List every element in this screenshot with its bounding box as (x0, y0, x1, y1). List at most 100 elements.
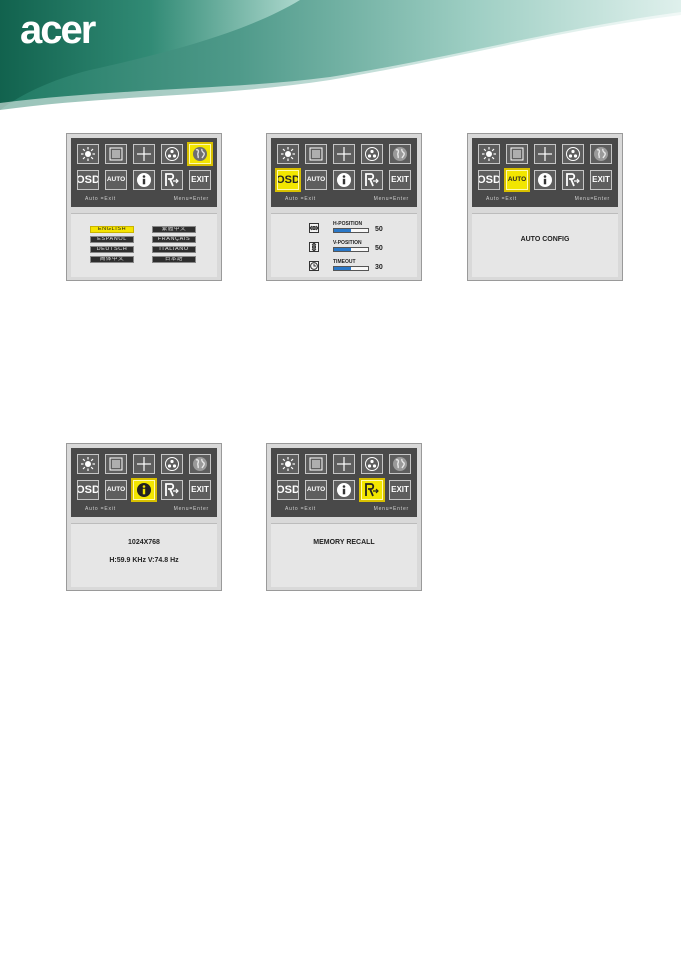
recall-icon[interactable] (161, 170, 183, 190)
language-option[interactable]: FRANÇAIS (152, 236, 196, 243)
timeout-value: 30 (375, 264, 383, 271)
osd-icon-bar: OSD AUTO EXIT Auto =Exit Menu=Enter (472, 138, 618, 207)
v-position-icon (309, 242, 319, 252)
auto-exit-hint: Auto =Exit (285, 196, 316, 202)
osd-settings-content: H-POSITION 50 V-POSITION 50 TIMEOUT 30 (271, 213, 417, 277)
position-icon[interactable] (534, 144, 556, 164)
language-option[interactable]: ITALIANO (152, 246, 196, 253)
h-position-slider[interactable] (333, 228, 369, 233)
menu-enter-hint: Menu=Enter (173, 506, 209, 512)
brightness-icon[interactable] (77, 454, 99, 474)
auto-config-text: AUTO CONFIG (520, 236, 570, 243)
recall-icon[interactable] (161, 480, 183, 500)
timeout-label: TIMEOUT (333, 259, 356, 265)
v-position-slider[interactable] (333, 247, 369, 252)
recall-icon[interactable] (361, 170, 383, 190)
header-banner (0, 0, 681, 112)
color-icon[interactable] (562, 144, 584, 164)
contrast-icon[interactable] (305, 144, 327, 164)
brightness-icon[interactable] (77, 144, 99, 164)
auto-exit-hint: Auto =Exit (285, 506, 316, 512)
contrast-icon[interactable] (105, 454, 127, 474)
info-icon[interactable] (133, 480, 155, 500)
language-option[interactable]: ENGLISH (90, 226, 134, 233)
auto-icon[interactable]: AUTO (506, 170, 528, 190)
color-icon[interactable] (361, 454, 383, 474)
language-globe-icon[interactable] (389, 144, 411, 164)
osd-panel-language: OSD AUTO EXIT Auto =Exit Menu=Enter ENGL… (66, 133, 222, 281)
language-option[interactable]: 日本語 (152, 256, 196, 263)
auto-exit-hint: Auto =Exit (85, 506, 116, 512)
osd-icon[interactable]: OSD (478, 170, 500, 190)
h-position-icon (309, 223, 319, 233)
color-icon[interactable] (161, 454, 183, 474)
recall-icon[interactable] (562, 170, 584, 190)
position-icon[interactable] (133, 144, 155, 164)
menu-enter-hint: Menu=Enter (173, 196, 209, 202)
osd-panel-auto-config: OSD AUTO EXIT Auto =Exit Menu=Enter AUTO… (467, 133, 623, 281)
memory-recall-text: MEMORY RECALL (313, 539, 375, 546)
language-globe-icon[interactable] (590, 144, 612, 164)
info-icon[interactable] (534, 170, 556, 190)
position-icon[interactable] (133, 454, 155, 474)
exit-icon[interactable]: EXIT (389, 480, 411, 500)
info-icon[interactable] (133, 170, 155, 190)
language-options: ENGLISH 繁體中文 ESPAÑOL FRANÇAIS DEUTSCH IT… (71, 213, 217, 277)
auto-icon[interactable]: AUTO (305, 170, 327, 190)
osd-icon-bar: OSD AUTO EXIT Auto =Exit Menu=Enter (71, 138, 217, 207)
osd-panel-information: OSD AUTO EXIT Auto =Exit Menu=Enter 1024… (66, 443, 222, 591)
exit-icon[interactable]: EXIT (590, 170, 612, 190)
language-globe-icon[interactable] (389, 454, 411, 474)
brightness-icon[interactable] (478, 144, 500, 164)
position-icon[interactable] (333, 454, 355, 474)
information-content: 1024X768 H:59.9 KHz V:74.8 Hz (71, 523, 217, 587)
brightness-icon[interactable] (277, 144, 299, 164)
exit-icon[interactable]: EXIT (389, 170, 411, 190)
frequency-text: H:59.9 KHz V:74.8 Hz (109, 557, 179, 564)
h-position-label: H-POSITION (333, 221, 363, 227)
contrast-icon[interactable] (506, 144, 528, 164)
position-icon[interactable] (333, 144, 355, 164)
h-position-value: 50 (375, 226, 383, 233)
language-globe-icon[interactable] (189, 144, 211, 164)
timeout-clock-icon (309, 261, 319, 271)
resolution-text: 1024X768 (128, 539, 160, 546)
osd-icon[interactable]: OSD (77, 170, 99, 190)
v-position-label: V-POSITION (333, 240, 362, 246)
recall-icon[interactable] (361, 480, 383, 500)
auto-exit-hint: Auto =Exit (486, 196, 517, 202)
timeout-slider[interactable] (333, 266, 369, 271)
language-globe-icon[interactable] (189, 454, 211, 474)
exit-icon[interactable]: EXIT (189, 480, 211, 500)
v-position-slider-fill (334, 248, 351, 251)
contrast-icon[interactable] (105, 144, 127, 164)
info-icon[interactable] (333, 170, 355, 190)
language-option[interactable]: 简体中文 (90, 256, 134, 263)
menu-enter-hint: Menu=Enter (574, 196, 610, 202)
auto-icon[interactable]: AUTO (105, 480, 127, 500)
menu-enter-hint: Menu=Enter (373, 196, 409, 202)
language-option[interactable]: DEUTSCH (90, 246, 134, 253)
auto-icon[interactable]: AUTO (105, 170, 127, 190)
menu-enter-hint: Menu=Enter (373, 506, 409, 512)
auto-icon[interactable]: AUTO (305, 480, 327, 500)
osd-panel-memory-recall: OSD AUTO EXIT Auto =Exit Menu=Enter MEMO… (266, 443, 422, 591)
color-icon[interactable] (361, 144, 383, 164)
color-icon[interactable] (161, 144, 183, 164)
h-position-slider-fill (334, 229, 351, 232)
brightness-icon[interactable] (277, 454, 299, 474)
info-icon[interactable] (333, 480, 355, 500)
auto-exit-hint: Auto =Exit (85, 196, 116, 202)
osd-icon[interactable]: OSD (277, 480, 299, 500)
osd-icon-bar: OSD AUTO EXIT Auto =Exit Menu=Enter (271, 138, 417, 207)
language-option[interactable]: ESPAÑOL (90, 236, 134, 243)
memory-recall-content: MEMORY RECALL (271, 523, 417, 587)
osd-icon[interactable]: OSD (277, 170, 299, 190)
osd-icon-bar: OSD AUTO EXIT Auto =Exit Menu=Enter (271, 448, 417, 517)
language-option[interactable]: 繁體中文 (152, 226, 196, 233)
v-position-value: 50 (375, 245, 383, 252)
timeout-slider-fill (334, 267, 351, 270)
exit-icon[interactable]: EXIT (189, 170, 211, 190)
osd-icon[interactable]: OSD (77, 480, 99, 500)
contrast-icon[interactable] (305, 454, 327, 474)
